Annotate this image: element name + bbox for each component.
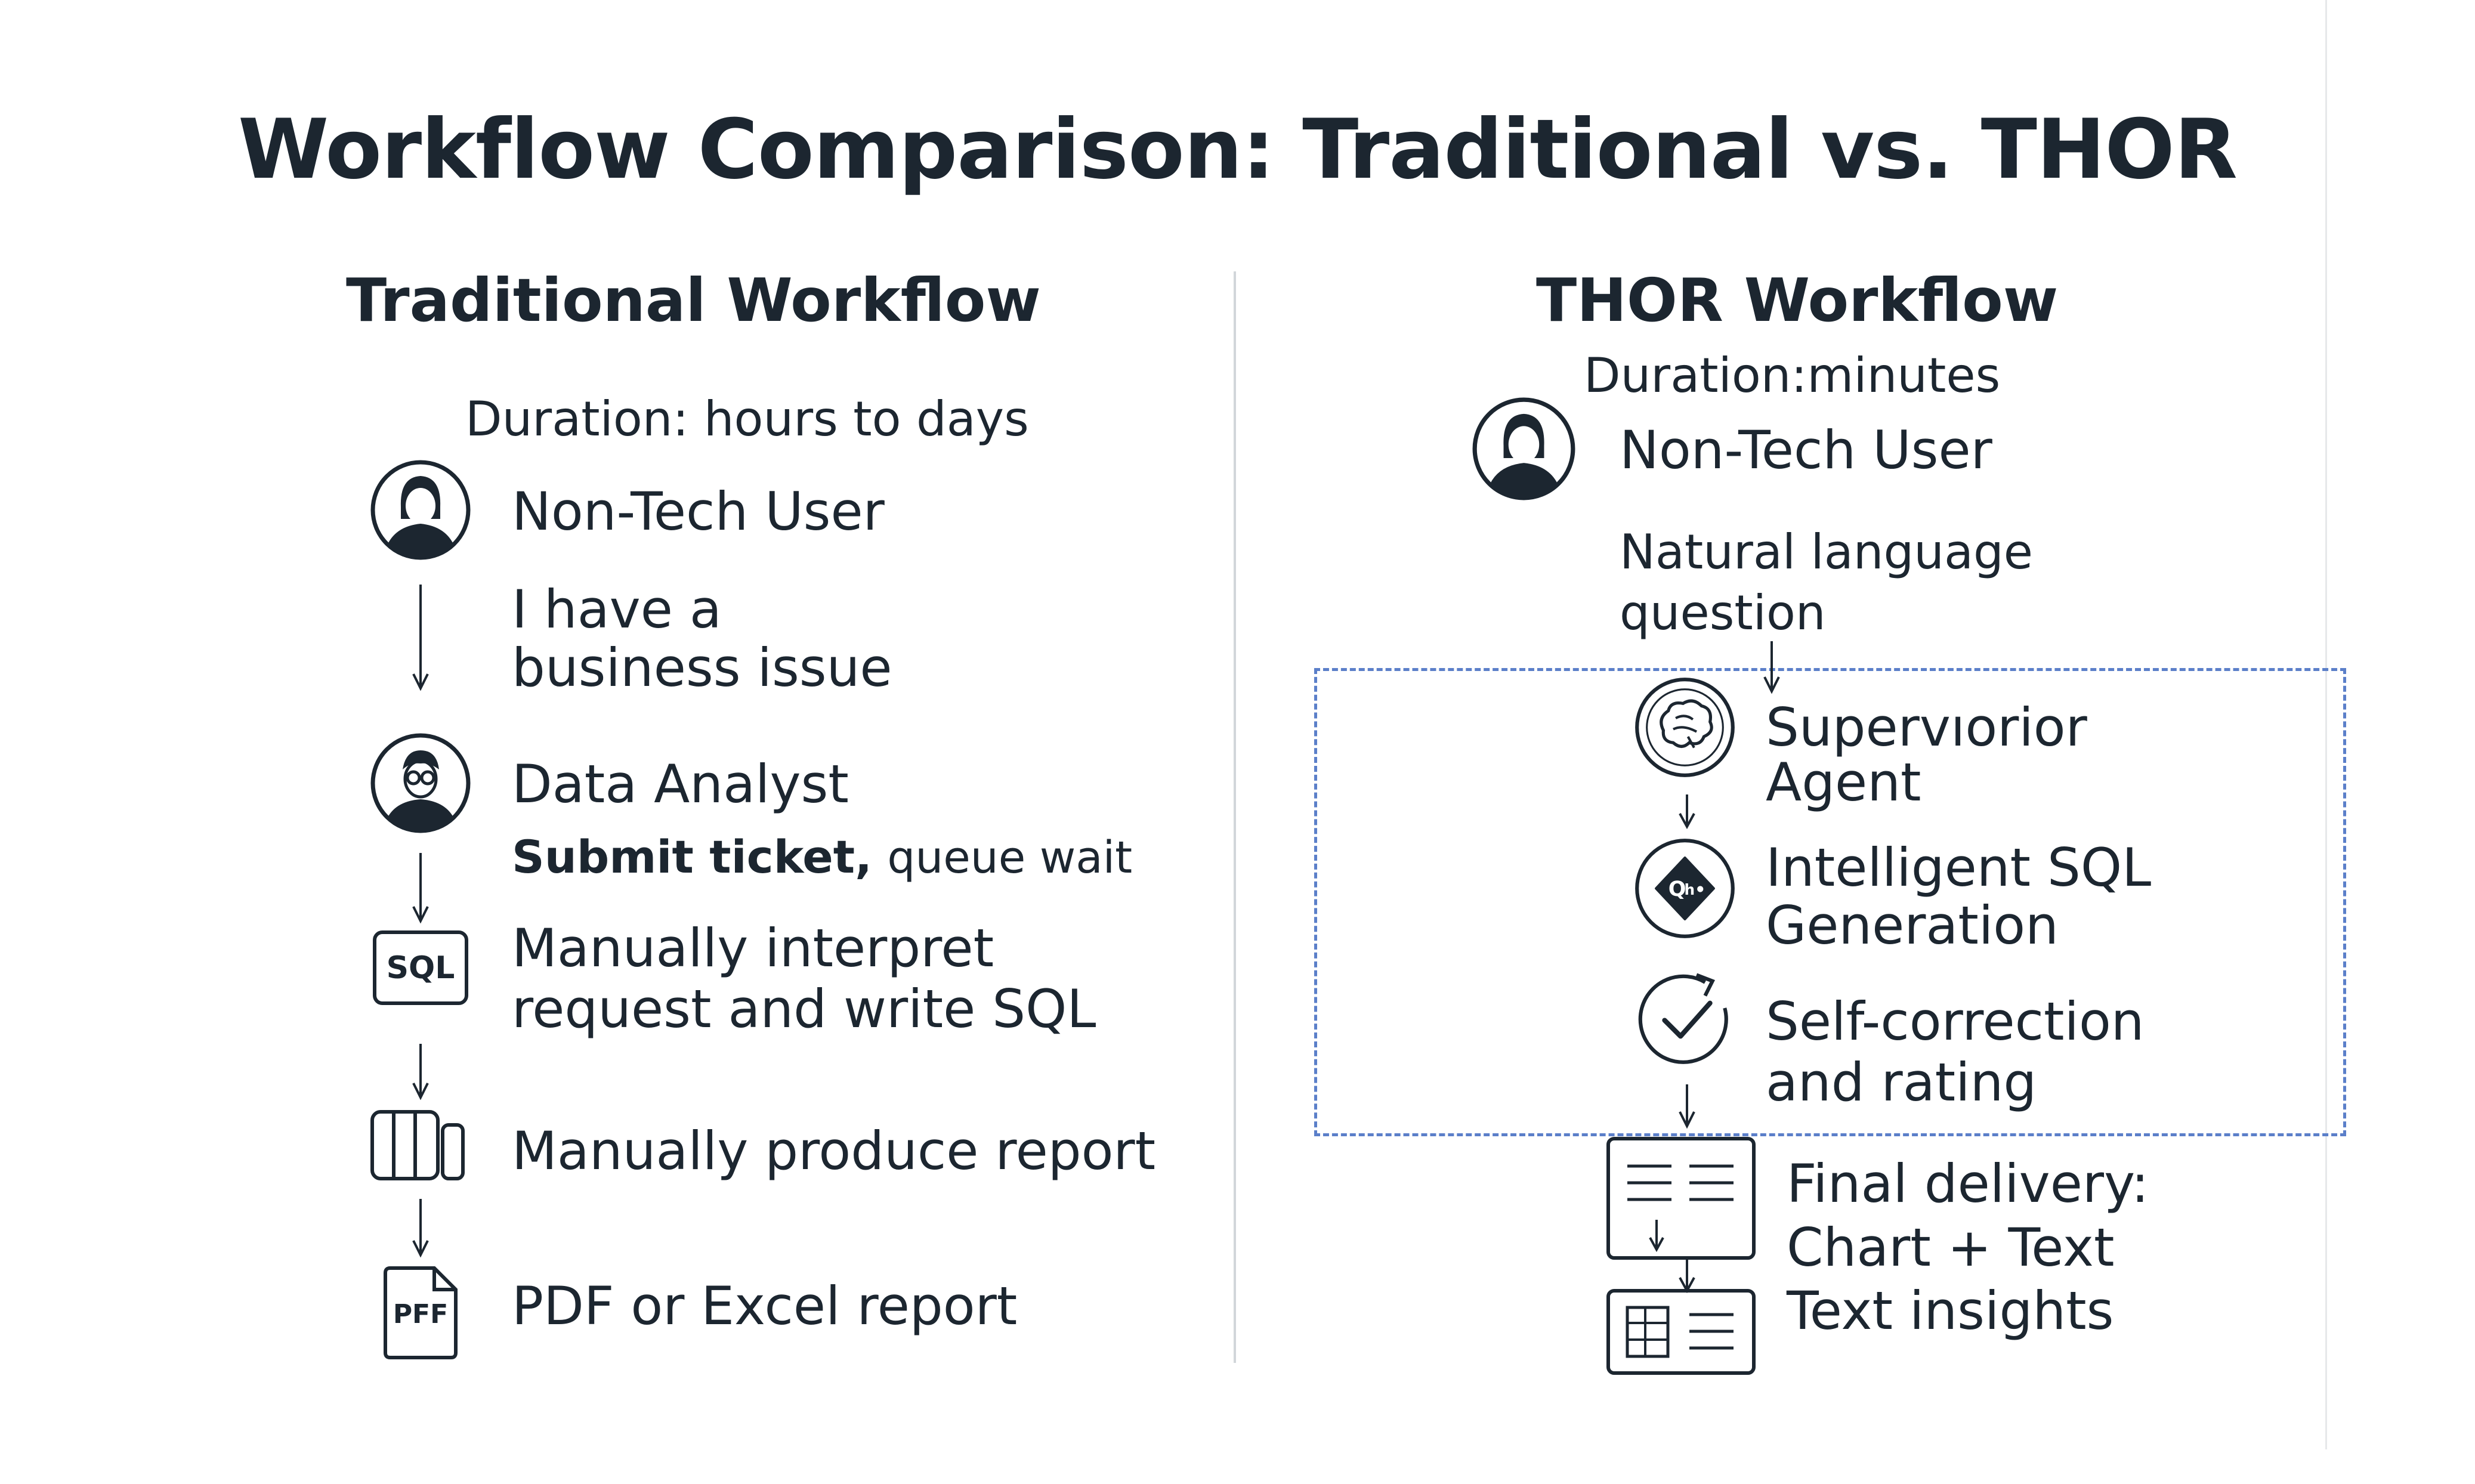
correct-line-1: Self-correction [1766,991,2145,1052]
question-line-1: Natural language [1620,524,2033,580]
arrow-down-icon [412,1044,429,1100]
issue-line-1: I have a [512,579,722,640]
issue-line-2: business issue [512,637,892,698]
sql-icon-text: SQL [386,950,455,986]
final-line-3: Text insights [1787,1280,2114,1341]
question-line-2: question [1620,585,1826,641]
traditional-duration: Duration: hours to days [465,391,1029,447]
report-document-icon [1606,1137,1756,1260]
svg-text:h: h [1684,881,1695,898]
thor-agent-group [1314,668,2346,1136]
brain-icon [1635,678,1735,777]
arrow-down-icon [412,1199,429,1258]
user-avatar-icon [370,460,471,560]
user-avatar-icon [1472,397,1575,500]
analyst-label: Data Analyst [512,753,849,815]
arrow-down-icon [1763,641,1780,694]
ticket-rest: queue wait [887,832,1133,883]
right-edge-divider [2325,0,2327,1449]
thor-heading: THOR Workflow [1536,265,2059,335]
traditional-user-label: Non-Tech User [512,481,885,542]
report-columns-icon [370,1110,465,1180]
traditional-heading: Traditional Workflow [346,265,1041,335]
arrow-down-icon [1679,794,1695,830]
write-line-1: Manually interpret [512,917,994,979]
pdf-file-icon: PFF [382,1265,459,1360]
ticket-bold: Submit ticket, [512,830,872,883]
thor-duration: Duration:minutes [1584,348,2001,403]
check-refresh-icon [1638,973,1728,1064]
write-line-2: request and write SQL [512,978,1096,1040]
sql-icon: SQL [373,930,468,1005]
pdf-icon-text: PFF [393,1299,449,1330]
table-text-icon [1606,1289,1756,1375]
thor-user-label: Non-Tech User [1620,419,1992,481]
final-line-1: Final delivery: [1787,1153,2149,1214]
agent-line-2: Agent [1766,752,1921,813]
sql-generation-icon: Q h [1635,839,1735,938]
arrow-down-icon [1679,1084,1695,1129]
output-label: PDF or Excel report [512,1275,1018,1337]
agent-line-1: Supervıorior [1766,697,2087,758]
arrow-down-icon [412,585,429,691]
ticket-line: Submit ticket, queue wait [512,828,1132,886]
arrow-down-icon [412,853,429,924]
correct-line-2: and rating [1766,1052,2037,1113]
page-title: Workflow Comparison: Traditional vs. THO… [238,101,2238,197]
analyst-avatar-icon [370,733,471,833]
produce-label: Manually produce report [512,1120,1156,1182]
sql-gen-line-1: Intelligent SQL [1766,837,2152,898]
column-divider [1234,271,1236,1363]
svg-text:Q: Q [1668,877,1686,901]
sql-gen-line-2: Generation [1766,895,2059,956]
final-line-2: Chart + Text [1787,1217,2115,1278]
